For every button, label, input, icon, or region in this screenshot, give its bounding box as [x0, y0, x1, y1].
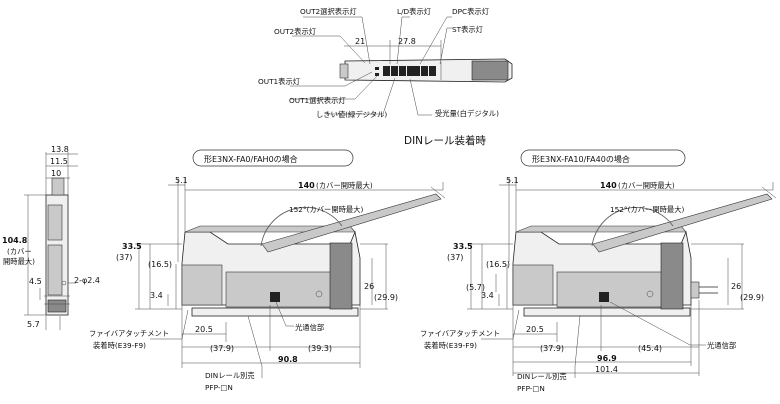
- left-dim-5-1: 5.1: [175, 176, 188, 185]
- left-dim-39-3: (39.3): [308, 344, 332, 353]
- right-dim-26: 26: [731, 282, 741, 291]
- right-dim-5-1: 5.1: [506, 176, 519, 185]
- callout-ld-indicator: L/D表示灯: [397, 7, 431, 16]
- left-dim-20-5: 20.5: [195, 325, 213, 334]
- left-dim-29-9: (29.9): [374, 293, 398, 302]
- right-front-view: 形E3NX-FA10/FA40の場合 152°(カバー開時最大) 5.1 140…: [420, 149, 777, 393]
- side-dim-5-7: 5.7: [27, 320, 40, 329]
- left-note-fiber-2: 装着時(E39-F9): [93, 341, 146, 350]
- callout-out1-indicator: OUT1表示灯: [258, 77, 300, 86]
- right-note-din-1: DINレール別売: [517, 372, 567, 381]
- right-note-fiber-1: ファイバアタッチメント: [420, 329, 500, 338]
- right-view-label: 形E3NX-FA10/FA40の場合: [532, 154, 630, 164]
- right-dim-5-7: (5.7): [466, 283, 485, 292]
- left-dim-140: 140: [298, 181, 315, 190]
- callout-st-indicator: ST表示灯: [452, 25, 483, 34]
- right-dim-37-9: (37.9): [540, 344, 564, 353]
- left-dim-16-5: (16.5): [148, 260, 172, 269]
- left-dim-37-9: (37.9): [210, 344, 234, 353]
- side-dim-13-8: 13.8: [51, 145, 69, 154]
- top-view: 21 27.8 OUT2選択表示灯 OUT2表示灯 OUT1表示灯 OUT1選択…: [258, 7, 513, 119]
- callout-threshold: しきい値(緑デジタル): [316, 110, 387, 119]
- right-note-fiber-2: 装着時(E39-F9): [424, 341, 477, 350]
- side-dim-11-5: 11.5: [50, 157, 68, 166]
- left-note-din-1: DINレール別売: [205, 371, 255, 380]
- side-view: 13.8 11.5 10 104.8 (カバー 開時最大) 4.5 5.7 2-…: [2, 145, 100, 330]
- left-dim-33-5: 33.5: [122, 242, 142, 251]
- left-dim-152: 152°(カバー開時最大): [289, 205, 364, 214]
- dim-21: 21: [355, 37, 365, 46]
- side-dim-104-8-note1: (カバー: [7, 247, 32, 256]
- right-dim-37: (37): [447, 253, 463, 262]
- callout-dpc-indicator: DPC表示灯: [452, 7, 489, 16]
- right-dim-96-9: 96.9: [597, 354, 617, 363]
- display-digits: [375, 66, 436, 76]
- left-dim-26: 26: [364, 282, 374, 291]
- left-dim-3-4: 3.4: [150, 291, 163, 300]
- side-dim-4-5: 4.5: [29, 277, 42, 286]
- right-dim-140: 140: [600, 181, 617, 190]
- callout-out2-indicator: OUT2表示灯: [274, 27, 316, 36]
- right-note-din-2: PFP-□N: [517, 384, 545, 393]
- left-dim-90-8: 90.8: [278, 355, 298, 364]
- side-dim-hole: 2-φ2.4: [74, 276, 100, 285]
- right-dim-140-note: (カバー開時最大): [618, 181, 675, 190]
- left-note-fiber-1: ファイバアタッチメント: [89, 329, 169, 338]
- left-note-din-2: PFP-□N: [205, 383, 233, 392]
- left-note-emitter: 光通信部: [295, 323, 324, 332]
- callout-out1-select: OUT1選択表示灯: [289, 96, 346, 105]
- right-dim-29-9: (29.9): [740, 293, 764, 302]
- right-dim-3-4: 3.4: [481, 291, 494, 300]
- side-dim-104-8: 104.8: [2, 236, 28, 245]
- right-dim-16-5: (16.5): [486, 260, 510, 269]
- left-dim-37: (37): [116, 253, 132, 262]
- right-note-emitter: 光通信部: [707, 341, 736, 350]
- right-label-box: [520, 149, 686, 167]
- callout-received-light: 受光量(白デジタル): [435, 109, 499, 118]
- left-label-box: [192, 149, 354, 167]
- right-dim-33-5: 33.5: [453, 242, 473, 251]
- left-front-view: 形E3NX-FA0/FAH0の場合 152°(カバー開時最大) 5.1 140 …: [89, 149, 446, 392]
- side-dim-10: 10: [51, 169, 61, 178]
- left-dim-140-note: (カバー開時最大): [316, 181, 373, 190]
- right-dim-101-4: 101.4: [595, 365, 618, 374]
- dim-27-8: 27.8: [398, 37, 416, 46]
- right-dim-45-4: (45.4): [638, 344, 662, 353]
- section-title: DINレール装着時: [404, 134, 487, 147]
- side-dim-104-8-note2: 開時最大): [3, 257, 35, 266]
- callout-out2-select: OUT2選択表示灯: [300, 7, 357, 16]
- right-dim-20-5: 20.5: [526, 325, 544, 334]
- right-dim-152: 152°(カバー開時最大): [610, 205, 685, 214]
- left-view-label: 形E3NX-FA0/FAH0の場合: [204, 154, 298, 164]
